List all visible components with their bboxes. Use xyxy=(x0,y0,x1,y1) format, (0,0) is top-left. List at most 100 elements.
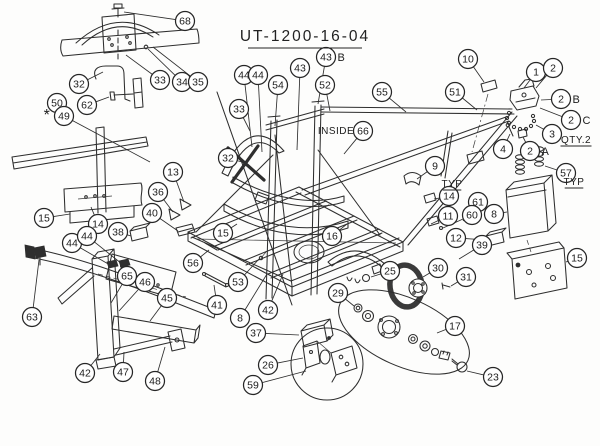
part-balloon-42: 42 xyxy=(257,299,279,321)
balloon-circle xyxy=(424,155,446,177)
part-balloon-59: 59 xyxy=(242,374,264,396)
balloon-number: 11 xyxy=(443,211,454,223)
balloon-number: 14 xyxy=(443,191,455,203)
part-balloon-37: 37 xyxy=(245,322,267,344)
part-balloon-41: 41 xyxy=(206,294,228,316)
balloon-circle xyxy=(457,48,479,70)
balloon-circle xyxy=(212,222,234,244)
leader-line-42 xyxy=(90,353,101,366)
part-balloon-33: 33 xyxy=(149,69,171,91)
balloon-circle xyxy=(116,265,138,287)
part-balloon-55: 55 xyxy=(371,81,393,103)
leader-line-44 xyxy=(258,84,263,153)
balloon-circle xyxy=(566,247,588,269)
leader-line-2A xyxy=(522,136,527,143)
leader-line-23 xyxy=(466,370,484,376)
leader-line-37 xyxy=(265,332,300,336)
balloon-number: 66 xyxy=(357,126,369,138)
balloon-number: 8 xyxy=(237,313,243,325)
leader-line-25 xyxy=(370,273,382,278)
balloon-circle xyxy=(379,260,401,282)
balloon-circle xyxy=(519,140,541,162)
balloon-number: 26 xyxy=(262,360,274,372)
part-balloon-56: 56 xyxy=(182,252,204,274)
balloon-circle xyxy=(327,282,349,304)
leader-line-42 xyxy=(271,273,284,302)
balloon-number: 41 xyxy=(211,300,223,312)
part-balloon-32: 32 xyxy=(68,73,90,95)
leader-line-11 xyxy=(430,219,440,225)
balloon-number: 17 xyxy=(449,321,461,333)
balloon-circle xyxy=(33,207,55,229)
part-balloon-17: 17 xyxy=(444,315,466,337)
balloon-circle xyxy=(112,361,134,383)
balloon-circle xyxy=(206,294,228,316)
balloon-circle xyxy=(427,257,449,279)
part-balloon-33: 33 xyxy=(228,98,250,120)
upright-and-fender xyxy=(195,91,381,306)
detail-ubolt xyxy=(94,65,144,109)
balloon-circle xyxy=(321,225,343,247)
balloon-number: 39 xyxy=(476,240,488,252)
balloon-circle xyxy=(438,185,460,207)
balloon-number: 65 xyxy=(121,271,133,283)
leader-line-66 xyxy=(343,138,358,155)
balloon-number: 30 xyxy=(432,263,444,275)
balloon-suffix-letter: B xyxy=(573,94,580,106)
balloon-circle xyxy=(187,71,209,93)
part-balloon-38: 38 xyxy=(107,221,129,243)
leader-line-65 xyxy=(110,283,123,304)
typ-note-right: TYP xyxy=(564,177,585,188)
balloon-number: 33 xyxy=(154,75,166,87)
leader-line-30 xyxy=(422,272,431,278)
balloon-number: 49 xyxy=(58,111,70,123)
leader-line-2 xyxy=(535,74,548,89)
balloon-number: 36 xyxy=(152,187,164,199)
balloon-number: 31 xyxy=(460,272,472,284)
diagram-title: UT-1200-16-04 xyxy=(240,28,368,49)
balloon-number: 37 xyxy=(250,328,262,340)
leader-line-29 xyxy=(345,298,355,307)
leader-line-48 xyxy=(157,346,166,373)
balloon-circle xyxy=(257,299,279,321)
balloon-number: 4 xyxy=(500,144,506,156)
leader-line-40 xyxy=(159,218,179,232)
balloon-number: 63 xyxy=(26,312,38,324)
leader-line-16 xyxy=(339,223,348,231)
leader-line-10 xyxy=(473,66,485,83)
detail-arch-bracket xyxy=(60,3,200,63)
balloon-number: 44 xyxy=(252,70,264,82)
balloon-circle xyxy=(247,64,269,86)
balloon-circle xyxy=(471,234,493,256)
balloon-circle xyxy=(437,205,459,227)
balloon-circle xyxy=(107,221,129,243)
balloon-circle xyxy=(482,366,504,388)
balloon-number: 61 xyxy=(472,197,484,209)
part-balloon-14: 14 xyxy=(438,185,460,207)
balloon-number: 2 xyxy=(527,146,533,158)
leader-line-52 xyxy=(326,94,331,112)
balloon-number: 38 xyxy=(112,227,124,239)
balloon-suffix-letter: A xyxy=(542,146,550,158)
balloon-suffix-letter: B xyxy=(338,52,345,64)
balloon-number: 44 xyxy=(81,231,93,243)
leader-line-59 xyxy=(262,370,307,384)
leader-line-35 xyxy=(152,46,191,77)
balloon-number: 34 xyxy=(176,77,188,89)
part-balloon-8: 8 xyxy=(483,203,505,225)
leader-line-55 xyxy=(389,97,407,113)
balloon-leader-lines xyxy=(32,11,569,384)
small-box-37 xyxy=(300,318,334,348)
balloon-number: 23 xyxy=(487,372,499,384)
balloon-number: 42 xyxy=(79,368,91,380)
part-balloon-1: 1 xyxy=(525,61,547,83)
part-balloon-57: 57 xyxy=(555,162,577,184)
balloon-number: 12 xyxy=(450,233,462,245)
part-balloon-39: 39 xyxy=(471,234,493,256)
balloon-number: 15 xyxy=(571,253,583,265)
balloon-number: 32 xyxy=(73,79,85,91)
leader-line-32 xyxy=(236,160,243,163)
